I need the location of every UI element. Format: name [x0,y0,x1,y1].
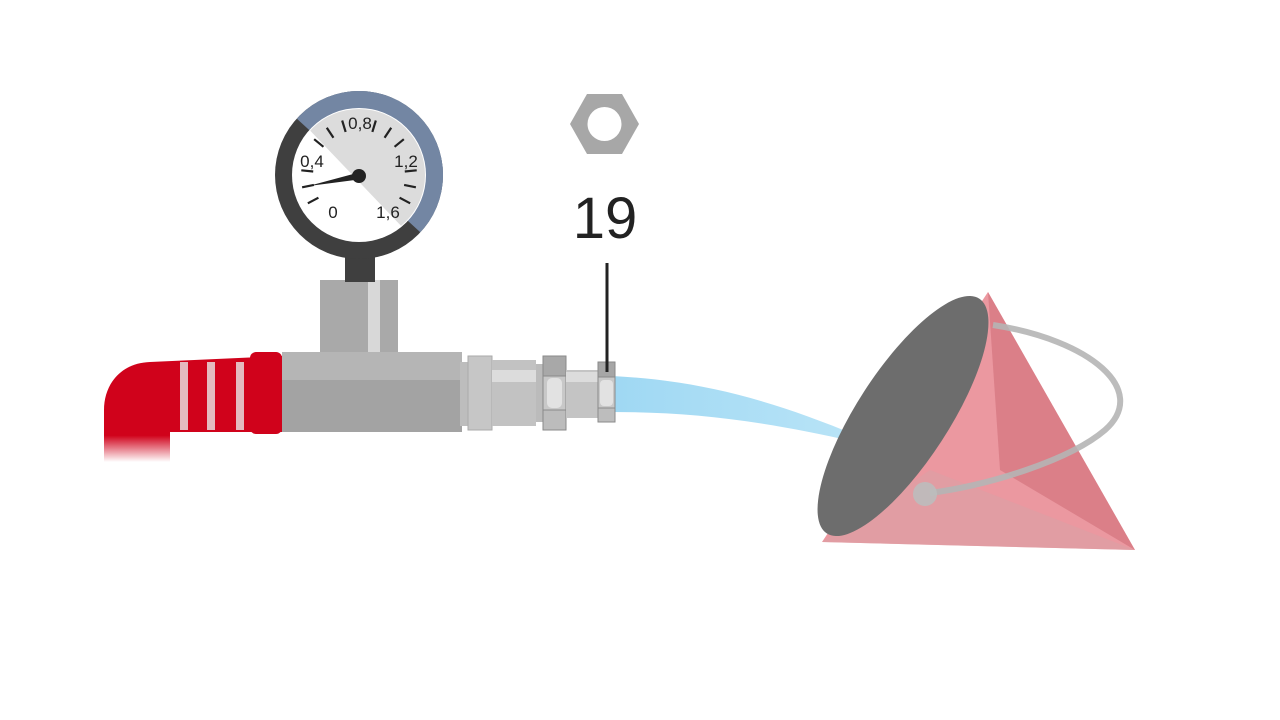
gauge-tick [313,138,325,148]
gauge-tick [393,138,405,148]
gauge-tick [404,169,417,173]
gauge-label-1-2: 1,2 [394,152,418,171]
gauge-tick [301,169,314,173]
gauge-tick [383,127,393,139]
pressure-gauge: 0 0,4 0,8 1,2 1,6 [275,91,443,282]
pipe-coupling [460,355,544,431]
wrench-size-label: 19 [573,186,638,251]
gauge-needle [307,172,360,187]
gauge-tick [399,196,411,205]
gauge-tick [341,120,347,133]
gauge-ticks [301,120,417,205]
gauge-tick [403,183,417,189]
gauge-tick [371,120,377,133]
gauge-label-0-8: 0,8 [348,114,372,133]
gauge-label-0: 0 [328,203,337,222]
gauge-tick [307,196,319,205]
gauge-tick [325,127,335,139]
water-stream [612,376,858,442]
hex-nut-large [542,355,567,431]
gauge-label-0-4: 0,4 [300,152,324,171]
red-hose [104,352,282,462]
pipe-tee [282,280,462,432]
bucket [817,292,1135,550]
gauge-label-1-6: 1,6 [376,203,400,222]
bucket-handle [929,322,1124,496]
